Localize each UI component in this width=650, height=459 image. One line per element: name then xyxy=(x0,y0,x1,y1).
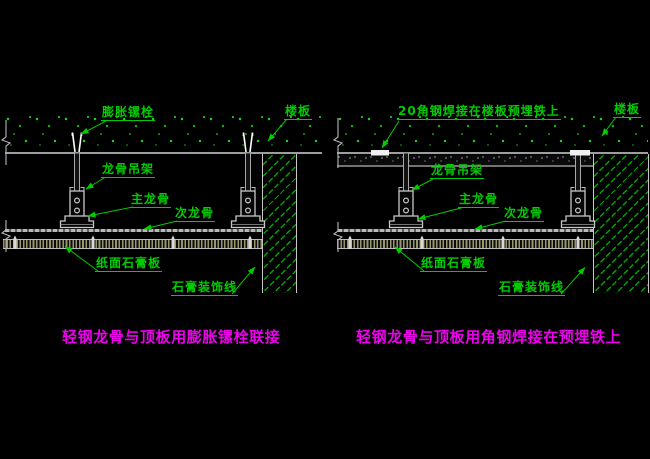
leader-secondary-keel xyxy=(474,220,507,231)
right-secondary-keel-line xyxy=(338,229,593,232)
leader-gypsum-board xyxy=(64,246,99,272)
left-break-line-bottom xyxy=(0,220,12,252)
expansion-bolt xyxy=(242,132,254,153)
right-wall-hatch xyxy=(593,154,649,293)
keel-hole xyxy=(73,207,81,214)
label-plaster-molding: 石膏装饰线 xyxy=(498,280,566,296)
hanger-assembly xyxy=(59,132,95,229)
right-floor-slab-concrete xyxy=(337,114,648,152)
keel-base-channel xyxy=(560,215,596,229)
leader-secondary-keel xyxy=(143,220,178,231)
left-detail-title: 轻钢龙骨与顶板用膨胀镙栓联接 xyxy=(62,328,281,346)
board-screw xyxy=(348,235,352,249)
board-screw xyxy=(171,235,175,249)
keel-hole xyxy=(574,207,582,214)
keel-hole xyxy=(244,197,252,204)
label-secondary-keel: 次龙骨 xyxy=(503,206,545,222)
leader-keel-hanger xyxy=(85,177,105,190)
left-floor-slab-concrete xyxy=(5,114,322,152)
label-secondary-keel: 次龙骨 xyxy=(174,206,216,222)
leader-gypsum-board xyxy=(394,246,425,272)
left-break-line-top xyxy=(0,120,12,165)
keel-hole xyxy=(73,197,81,204)
hanger-assembly xyxy=(230,132,266,229)
leader-floor-slab xyxy=(267,118,288,142)
label-keel-hanger: 龙骨吊架 xyxy=(430,163,485,179)
keel-hole xyxy=(402,207,410,214)
keel-hole xyxy=(574,197,582,204)
keel-base-channel xyxy=(230,215,266,229)
hanger-assembly xyxy=(560,152,596,229)
keel-hole xyxy=(402,197,410,204)
left-gypsum-board-band xyxy=(3,239,262,249)
expansion-bolt xyxy=(71,132,83,153)
board-screw xyxy=(576,235,580,249)
keel-base-channel xyxy=(388,215,424,229)
label-angle-steel-weld: 20角钢焊接在楼板预埋铁上 xyxy=(397,104,561,120)
right-gypsum-board-band xyxy=(337,239,593,249)
embedded-iron-plate xyxy=(371,150,389,156)
hanger-rod xyxy=(74,152,80,193)
board-screw xyxy=(13,235,17,249)
leader-plaster-molding xyxy=(231,266,256,295)
leader-plaster-molding xyxy=(560,267,586,295)
left-detail-linework xyxy=(0,118,322,295)
board-screw xyxy=(420,235,424,249)
right-break-line-bottom xyxy=(332,222,344,252)
label-gypsum-board: 纸面石膏板 xyxy=(95,256,163,272)
label-plaster-molding: 石膏装饰线 xyxy=(171,280,239,296)
right-break-line-top xyxy=(332,118,344,168)
leader-main-keel xyxy=(87,206,134,218)
hanger-rod xyxy=(403,152,409,193)
right-embedded-angle-strip xyxy=(337,155,593,165)
board-screw xyxy=(501,235,505,249)
embedded-iron-plate xyxy=(570,150,590,156)
leader-angle-steel xyxy=(381,120,400,149)
left-secondary-keel-line xyxy=(5,229,262,232)
label-floor-slab: 楼板 xyxy=(284,104,313,120)
label-floor-slab: 楼板 xyxy=(613,102,642,118)
label-keel-hanger: 龙骨吊架 xyxy=(101,162,156,178)
right-detail-title: 轻钢龙骨与顶板用角钢焊接在预埋铁上 xyxy=(356,328,622,346)
leader-main-keel xyxy=(417,207,462,221)
keel-base-channel xyxy=(59,215,95,229)
leader-floor-slab xyxy=(601,116,617,137)
leader-keel-hanger xyxy=(411,178,434,191)
keel-hole xyxy=(244,207,252,214)
label-main-keel: 主龙骨 xyxy=(130,192,172,208)
hanger-rod xyxy=(245,152,251,193)
hanger-assembly xyxy=(388,152,424,229)
board-screw xyxy=(91,235,95,249)
label-main-keel: 主龙骨 xyxy=(458,192,500,208)
label-expansion-bolt: 膨胀镙栓 xyxy=(101,105,156,121)
leader-expansion-bolt xyxy=(80,120,107,135)
label-gypsum-board: 纸面石膏板 xyxy=(420,256,488,272)
board-screw xyxy=(248,235,252,249)
right-detail-linework xyxy=(332,116,648,295)
hanger-rod xyxy=(575,152,581,193)
